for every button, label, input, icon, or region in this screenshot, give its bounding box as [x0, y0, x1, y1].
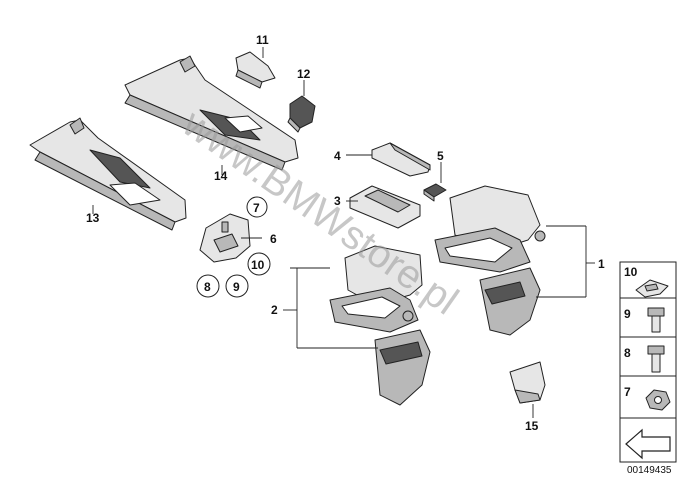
part-15-cover [509, 361, 546, 404]
fastener-legend: 10 9 8 7 [619, 261, 677, 463]
callout-4: 4 [334, 149, 341, 163]
legend-8: 8 [624, 346, 631, 360]
callout-2: 2 [271, 303, 278, 317]
callout-14: 14 [214, 169, 228, 183]
circled-10: 10 [251, 258, 265, 272]
part-4-bracket [371, 142, 431, 177]
legend-9: 9 [624, 307, 631, 321]
callout-15: 15 [525, 419, 539, 433]
circled-8: 8 [204, 280, 211, 294]
callout-12: 12 [297, 67, 311, 81]
armrest-assembly-right [434, 185, 546, 336]
hex-nut-icon [645, 389, 671, 411]
circled-9: 9 [233, 280, 240, 294]
armrest-assembly-center [329, 245, 431, 406]
callout-3: 3 [334, 194, 341, 208]
callout-6: 6 [270, 232, 277, 246]
part-5-clip [423, 183, 447, 202]
center-console-lower [29, 117, 187, 231]
screw-8-icon [647, 345, 665, 373]
legend-10: 10 [624, 265, 638, 279]
circled-7: 7 [253, 201, 260, 215]
document-id: 00149435 [627, 465, 672, 476]
circled-numbers: 7 10 8 9 [196, 196, 271, 298]
leader-lines [92, 47, 595, 418]
part-3-tray [349, 185, 421, 229]
callout-5: 5 [437, 149, 444, 163]
part-12-cap [287, 95, 316, 133]
callout-1: 1 [598, 257, 605, 271]
direction-arrow-icon [625, 428, 671, 460]
center-console-upper [124, 55, 299, 171]
callout-numbers: 11 12 4 5 3 14 13 6 1 2 15 [86, 33, 605, 433]
part-11-cover [235, 51, 276, 89]
clip-nut-icon [635, 279, 669, 298]
callout-11: 11 [256, 33, 269, 47]
callout-13: 13 [86, 211, 100, 225]
screw-9-icon [647, 307, 665, 333]
part-6-bracket [199, 213, 251, 263]
legend-7: 7 [624, 385, 631, 399]
